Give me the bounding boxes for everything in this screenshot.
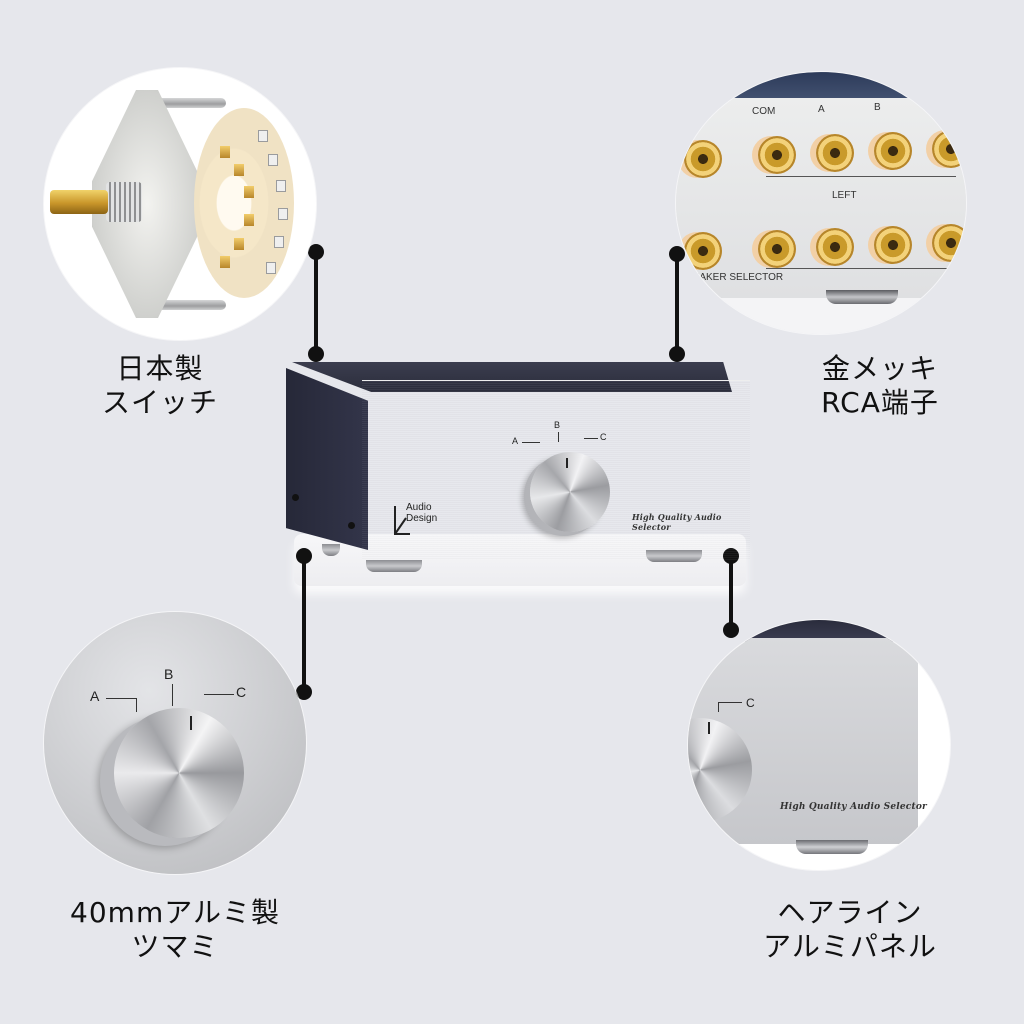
rca-b-label: B bbox=[874, 102, 881, 113]
switch-label: 日本製 スイッチ bbox=[60, 352, 260, 420]
position-a-label: A bbox=[512, 436, 519, 446]
panel-c-label: C bbox=[746, 696, 755, 710]
rca-label: 金メッキ RCA端子 bbox=[770, 352, 990, 420]
switch-label-line1: 日本製 bbox=[116, 352, 204, 385]
rca-label-line2: RCA端子 bbox=[821, 386, 939, 419]
rca-jack-icon bbox=[684, 232, 722, 270]
rca-left-label: LEFT bbox=[832, 190, 857, 201]
knob-label: 40mmアルミ製 ツマミ bbox=[40, 896, 310, 964]
rca-speaker-selector-label: PEAKER SELECTOR bbox=[686, 272, 784, 283]
position-b-label: B bbox=[554, 420, 561, 430]
panel-label-line1: ヘアライン bbox=[777, 896, 923, 929]
connector-panel bbox=[729, 556, 733, 632]
audio-design-logo-icon bbox=[392, 504, 410, 538]
connector-dot bbox=[308, 244, 324, 260]
connector-dot bbox=[296, 684, 312, 700]
selector-knob[interactable] bbox=[530, 452, 610, 532]
panel-label: ヘアライン アルミパネル bbox=[720, 896, 980, 964]
connector-switch bbox=[314, 250, 318, 354]
gold-shaft-icon bbox=[50, 190, 108, 214]
connector-dot bbox=[308, 346, 324, 362]
knob-closeup-icon bbox=[114, 708, 244, 838]
hairline-aluminum-panel-photo: C High Quality Audio Selector bbox=[688, 620, 950, 870]
rca-jack-icon bbox=[684, 140, 722, 178]
knob-b-label: B bbox=[164, 666, 174, 682]
switch-label-line2: スイッチ bbox=[101, 386, 218, 419]
rca-jack-icon bbox=[874, 132, 912, 170]
rca-jack-icon bbox=[758, 136, 796, 174]
rca-com-label: COM bbox=[752, 106, 776, 117]
knob-label-line1: 40mmアルミ製 bbox=[70, 896, 280, 929]
rca-jack-icon bbox=[816, 134, 854, 172]
rca-a-label: A bbox=[818, 104, 825, 115]
rca-jack-icon bbox=[874, 226, 912, 264]
panel-label-line2: アルミパネル bbox=[763, 930, 937, 963]
connector-dot bbox=[669, 346, 685, 362]
gold-rca-terminals-photo: COM A B LEFT PEAKER SELECTOR bbox=[676, 72, 966, 334]
rca-jack-icon bbox=[816, 228, 854, 266]
knob-c-label: C bbox=[236, 684, 247, 700]
audio-selector-device: A B C Audio Design High Quality Audio Se… bbox=[286, 358, 750, 598]
connector-dot bbox=[723, 548, 739, 564]
rotary-switch-photo bbox=[44, 68, 316, 340]
position-c-label: C bbox=[600, 432, 607, 442]
rca-jack-icon bbox=[932, 224, 966, 262]
brand-line1: Audio bbox=[406, 502, 432, 513]
connector-knob bbox=[302, 556, 306, 692]
panel-model-text: High Quality Audio Selector bbox=[780, 802, 927, 812]
connector-dot bbox=[296, 548, 312, 564]
front-panel: A B C Audio Design High Quality Audio Se… bbox=[362, 380, 750, 560]
brand-line2: Design bbox=[406, 513, 438, 524]
aluminum-knob-photo: A B C bbox=[44, 612, 306, 874]
knob-a-label: A bbox=[90, 688, 100, 704]
rca-jack-icon bbox=[758, 230, 796, 268]
rca-jack-icon bbox=[932, 130, 966, 168]
rca-label-line1: 金メッキ bbox=[821, 352, 938, 385]
knob-label-line2: ツマミ bbox=[131, 930, 219, 963]
model-text: High Quality Audio Selector bbox=[632, 512, 722, 532]
